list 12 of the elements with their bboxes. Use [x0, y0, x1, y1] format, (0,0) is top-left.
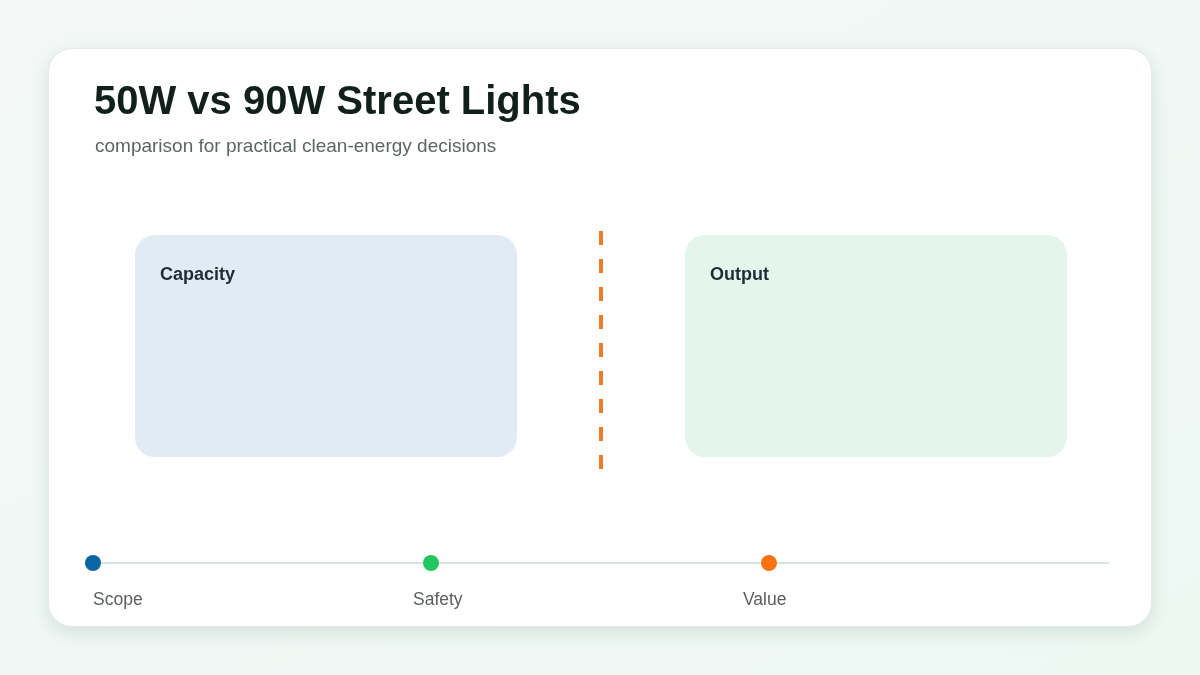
- panel-heading: Output: [710, 263, 769, 285]
- timeline-line: [776, 562, 1110, 564]
- comparison-panel: [685, 235, 1067, 457]
- timeline-label: Value: [743, 588, 787, 610]
- timeline-label: Safety: [413, 588, 463, 610]
- subtitle: comparison for practical clean-energy decisions: [95, 134, 497, 158]
- timeline-line: [438, 562, 762, 564]
- timeline-label: Scope: [93, 588, 143, 610]
- slide-title: 50W vs 90W Street Lights: [94, 77, 581, 123]
- comparison-panel: [135, 235, 517, 457]
- panel-heading: Capacity: [160, 263, 236, 285]
- timeline-line: [100, 562, 424, 564]
